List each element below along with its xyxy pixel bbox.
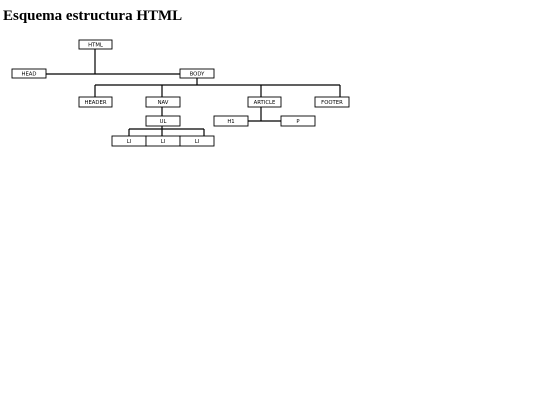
node-h1: H1 [213, 115, 249, 127]
node-html: HTML [78, 39, 113, 50]
node-ul: UL [145, 115, 181, 127]
node-p: P [280, 115, 316, 127]
connector-ul-li [128, 126, 205, 136]
node-head-label: HEAD [21, 72, 36, 78]
node-li-3: LI [179, 135, 215, 147]
node-body-label: BODY [190, 72, 205, 78]
node-article-label: ARTICLE [254, 100, 276, 106]
node-footer-label: FOOTER [321, 100, 343, 106]
node-body: BODY [179, 68, 215, 79]
connector-body-children [94, 78, 341, 97]
node-footer: FOOTER [314, 96, 350, 108]
node-nav: NAV [145, 96, 181, 108]
node-p-label: P [296, 119, 300, 125]
node-li-2-label: LI [161, 139, 166, 145]
node-header-label: HEADER [84, 100, 106, 106]
node-li-1-label: LI [127, 139, 132, 145]
connector-html-children [46, 49, 180, 75]
node-ul-label: UL [160, 119, 167, 125]
node-li-3-label: LI [195, 139, 200, 145]
node-h1-label: H1 [227, 119, 234, 125]
connector-article-children [248, 107, 281, 122]
connectors [46, 49, 341, 136]
node-article: ARTICLE [247, 96, 282, 108]
node-head: HEAD [11, 68, 47, 79]
node-li-2: LI [145, 135, 181, 147]
page-title: Esquema estructura HTML [3, 8, 183, 24]
node-header: HEADER [78, 96, 113, 108]
node-li-1: LI [111, 135, 147, 147]
node-html-label: HTML [88, 43, 103, 49]
node-nav-label: NAV [158, 100, 169, 106]
